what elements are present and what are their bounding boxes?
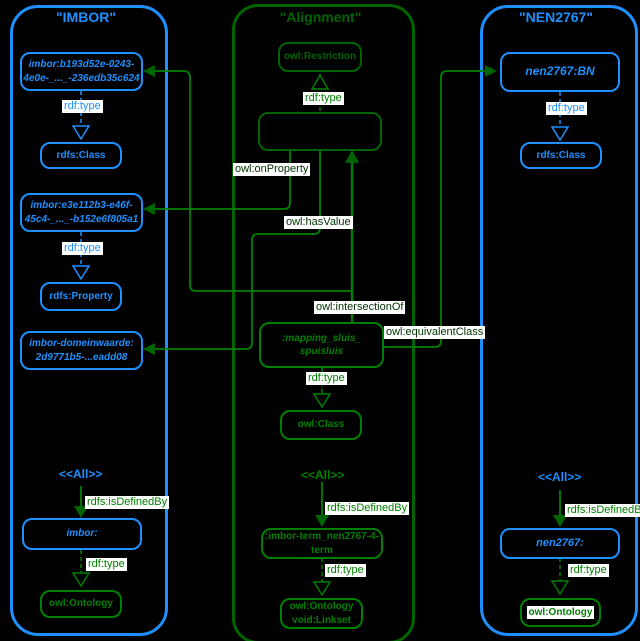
node-imbor-property-uuid[interactable]: imbor:e3e112b3-e46f- 45c4-_..._-b152e6f8… (20, 193, 143, 232)
node-label: owl:Ontology (289, 601, 354, 613)
node-nen2767-bn[interactable]: nen2767:BN (500, 52, 620, 92)
node-label: rdfs:Class (536, 149, 586, 161)
hollow-arrow-icon (550, 580, 570, 596)
edge-label-onproperty: owl:onProperty (233, 163, 311, 176)
node-imbor-domeinwaarde[interactable]: imbor-domeinwaarde: 2d9771b5-...eadd08 (20, 331, 143, 370)
node-owl-ontology-void-linkset[interactable]: owl:Ontology void:Linkset (280, 598, 363, 629)
node-label: rdfs:Class (56, 149, 106, 161)
node-label: owl:Class (297, 419, 345, 431)
node-label: nen2767: (536, 537, 584, 550)
node-owl-ontology-right[interactable]: owl:Ontology (520, 598, 601, 627)
node-label: nen2767:BN (525, 64, 595, 79)
node-label: imbor:b193d52e-0243- (28, 59, 135, 71)
node-rdfs-class-left[interactable]: rdfs:Class (40, 142, 122, 169)
edge-owl-intersectionof-branch (147, 70, 352, 292)
edge-label-rdftype: rdf:type (62, 242, 103, 255)
node-owl-restriction[interactable]: owl:Restriction (278, 42, 362, 72)
filled-arrow-icon (553, 515, 567, 527)
filled-arrow-icon (143, 343, 155, 355)
node-label: :imbor-term_nen2767-4- (265, 531, 379, 543)
node-label: imbor-domeinwaarde: (29, 338, 134, 350)
hollow-arrow-icon (71, 572, 91, 588)
filled-arrow-icon (74, 506, 88, 518)
node-rdfs-property[interactable]: rdfs:Property (40, 282, 122, 311)
edge-owl-equivalentclass (383, 70, 488, 348)
all-stereotype-mid: <<All>> (301, 468, 345, 482)
node-imbor-term-nen2767-linkset[interactable]: :imbor-term_nen2767-4- term (261, 528, 383, 559)
node-label: owl:Restriction (283, 51, 357, 63)
all-stereotype-left: <<All>> (59, 467, 103, 481)
filled-arrow-icon (143, 203, 155, 215)
hollow-arrow-icon (550, 126, 570, 142)
all-stereotype-right: <<All>> (538, 470, 582, 484)
edge-label-isdefinedby: rdfs:isDefinedBy (85, 496, 170, 509)
imbor-panel (10, 5, 168, 636)
node-label: term (311, 544, 333, 556)
node-rdfs-class-right[interactable]: rdfs:Class (520, 142, 602, 169)
imbor-panel-title: "IMBOR" (56, 9, 116, 25)
edge-label-rdftype: rdf:type (325, 564, 366, 577)
edge-owl-onproperty (147, 151, 291, 210)
edge-owl-hasvalue (147, 151, 321, 350)
edge-label-isdefinedby: rdfs:isDefinedBy (325, 502, 410, 515)
node-nen2767-ontology[interactable]: nen2767: (500, 528, 620, 559)
node-imbor-ontology[interactable]: imbor: (22, 518, 142, 550)
node-label: rdfs:Property (49, 290, 113, 302)
node-label: 45c4-_..._-b152e6f805a1 (24, 213, 139, 225)
nen2767-panel-title: "NEN2767" (519, 9, 593, 25)
node-label: void:Linkset (292, 614, 351, 626)
node-label: imbor: (66, 528, 98, 540)
node-mapping-sluis-spuisluis[interactable]: :mapping_sluis_ spuisluis (259, 322, 384, 368)
edge-label-rdftype: rdf:type (62, 100, 103, 113)
edge-label-rdftype: rdf:type (86, 558, 127, 571)
node-imbor-class-uuid[interactable]: imbor:b193d52e-0243- 4e0e-_..._-236edb35… (20, 52, 143, 91)
edge-label-intersectionof: owl:intersectionOf (314, 301, 406, 314)
node-label: owl:Ontology (49, 598, 113, 610)
filled-arrow-icon (345, 150, 359, 163)
hollow-arrow-icon (310, 73, 330, 90)
nen2767-panel (480, 5, 638, 636)
filled-arrow-icon (143, 65, 155, 77)
node-owl-ontology-left[interactable]: owl:Ontology (40, 590, 122, 618)
edge-label-equivalentclass: owl:equivalentClass (384, 326, 486, 339)
edge-label-rdftype: rdf:type (546, 102, 587, 115)
node-owl-class[interactable]: owl:Class (280, 410, 362, 440)
edge-label-rdftype: rdf:type (568, 564, 609, 577)
node-anonymous-restriction[interactable] (258, 112, 382, 151)
hollow-arrow-icon (71, 265, 91, 281)
edge-label-rdftype: rdf:type (306, 372, 347, 385)
node-label: 4e0e-_..._-236edb35c624 (23, 72, 140, 84)
node-label: :mapping_sluis_ (282, 332, 361, 344)
filled-arrow-icon (485, 65, 497, 77)
alignment-panel (232, 4, 415, 641)
hollow-arrow-icon (312, 393, 332, 409)
hollow-arrow-icon (312, 581, 332, 597)
alignment-panel-title: "Alignment" (279, 9, 362, 25)
edge-label-isdefinedby: rdfs:isDefinedBy (565, 504, 640, 517)
hollow-arrow-icon (71, 125, 91, 141)
edge-label-rdftype: rdf:type (303, 92, 344, 105)
node-label: spuisluis (299, 346, 344, 357)
edge-label-hasvalue: owl:hasValue (284, 216, 353, 229)
filled-arrow-icon (315, 515, 329, 527)
node-label: imbor:e3e112b3-e46f- (30, 200, 133, 212)
node-label: owl:Ontology (526, 605, 595, 620)
node-label: 2d9771b5-...eadd08 (35, 351, 128, 363)
